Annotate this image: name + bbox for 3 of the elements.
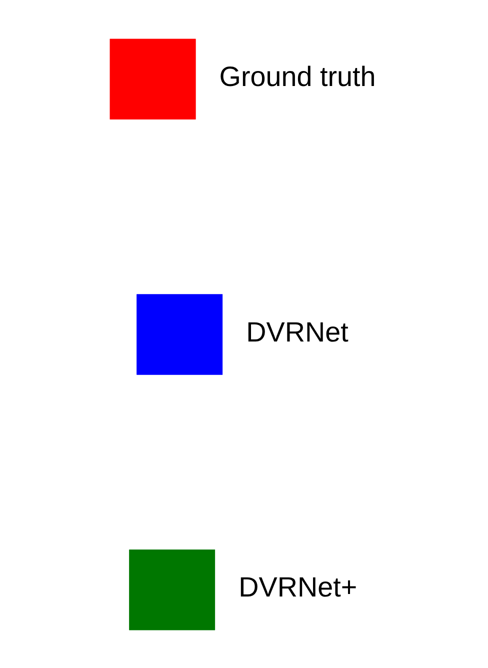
legend-label: DVRNet	[246, 316, 348, 348]
legend-label: Ground truth	[219, 60, 376, 92]
legend-label: DVRNet+	[238, 572, 358, 603]
